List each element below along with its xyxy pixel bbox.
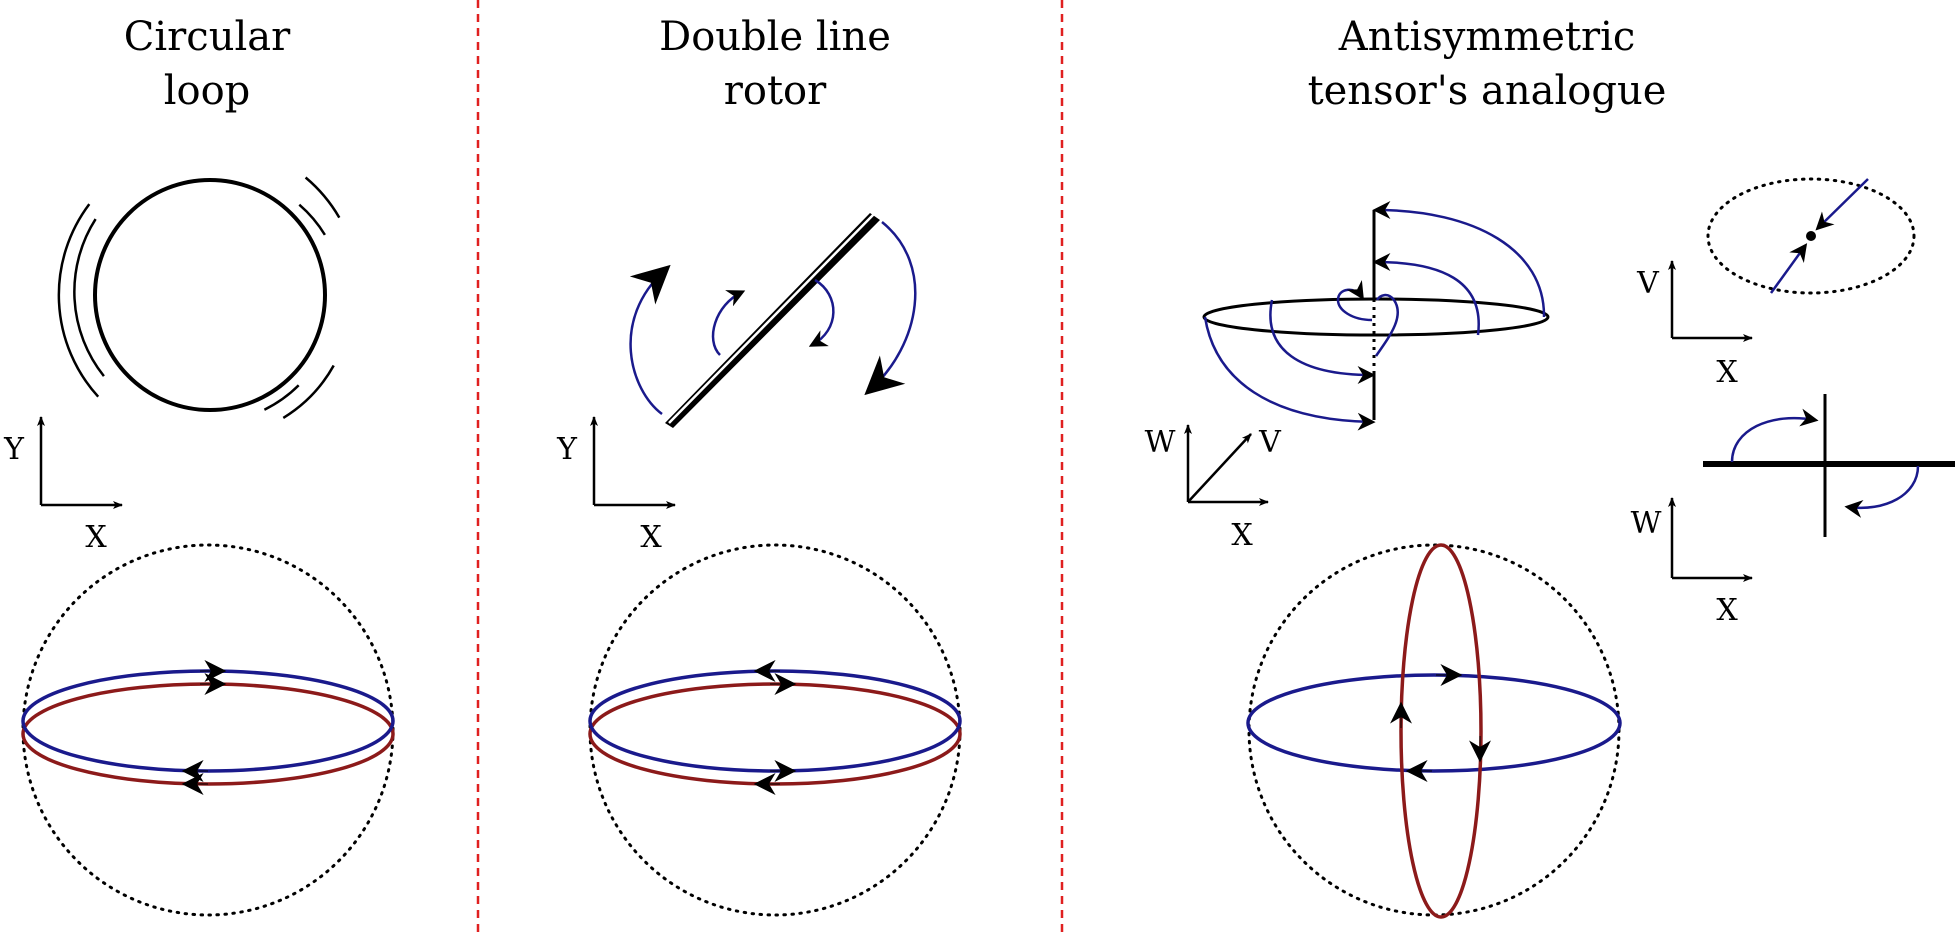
v-axis-label: V [1636, 266, 1660, 301]
wx-plane-view: W X [1631, 394, 1955, 628]
panel-antisymmetric-tensor: Antisymmetric tensor's analogue W V X [1145, 14, 1955, 919]
3d-disc-and-axis [1202, 201, 1550, 431]
sphere-diagram [588, 543, 962, 917]
panel-title-line1: Circular [124, 14, 291, 60]
v-axis-label: V [1258, 425, 1282, 460]
xy-axes: Y X [556, 416, 676, 555]
panel-title-line2: loop [164, 68, 251, 114]
panel-title-line1: Antisymmetric [1338, 14, 1636, 60]
w-axis-label: W [1631, 506, 1662, 541]
x-axis-label: X [1716, 355, 1738, 390]
panel-title-line1: Double line [659, 14, 891, 60]
panel-title-line2: tensor's analogue [1308, 68, 1667, 114]
panel-title-line2: rotor [724, 68, 827, 114]
w-axis-label: W [1145, 425, 1176, 460]
rotor-shape [629, 213, 917, 428]
sphere-diagram [1246, 543, 1622, 919]
y-axis-label: Y [3, 432, 25, 467]
sphere-diagram [21, 543, 395, 917]
x-axis-label: X [1231, 518, 1253, 553]
xy-axes: Y X [3, 416, 123, 555]
y-axis-label: Y [556, 432, 578, 467]
wvx-axes: W V X [1145, 424, 1282, 553]
panel-circular-loop: Circular loop Y X [3, 14, 395, 917]
x-axis-label: X [1716, 593, 1738, 628]
vx-plane-view: V X [1636, 177, 1916, 390]
circular-loop-shape [57, 176, 341, 419]
x-axis-label: X [640, 520, 662, 555]
x-axis-label: X [85, 520, 107, 555]
panel-double-line-rotor: Double line rotor Y X [556, 14, 962, 917]
